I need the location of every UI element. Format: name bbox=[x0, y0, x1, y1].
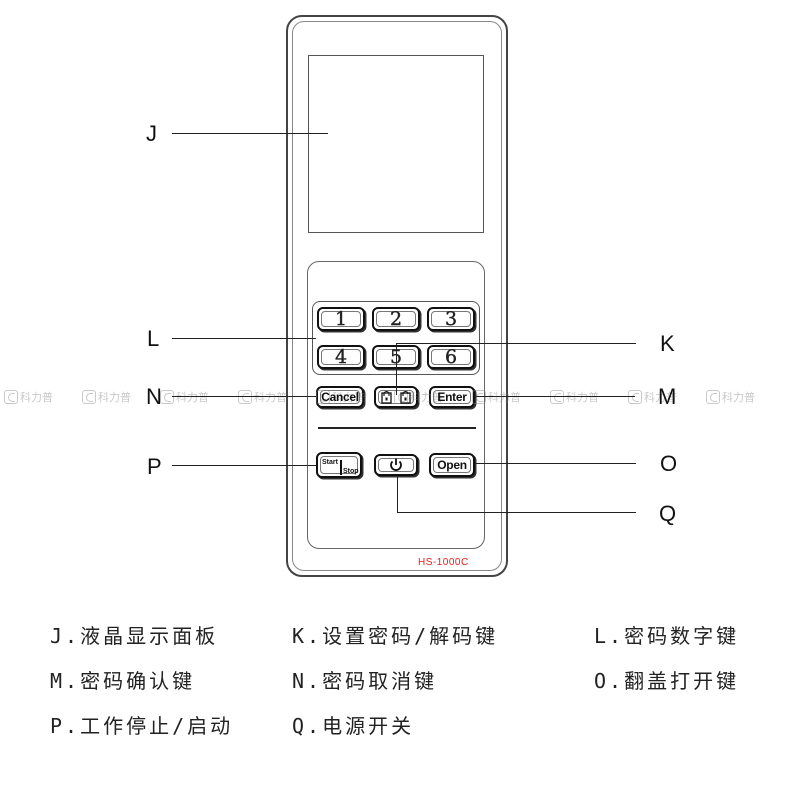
cancel-label: Cancel bbox=[321, 390, 359, 404]
watermark-text: 科力普 bbox=[566, 391, 599, 404]
watermark-logo-icon bbox=[82, 390, 96, 404]
legend-n: N.密码取消键 bbox=[292, 669, 438, 693]
watermark-tile: 科力普 bbox=[706, 387, 778, 407]
power-icon bbox=[390, 458, 402, 471]
watermark-logo-icon bbox=[316, 390, 330, 404]
legend-k: K.设置密码/解码键 bbox=[292, 624, 499, 648]
watermark-text: 科力普 bbox=[332, 391, 365, 404]
callout-l: L bbox=[147, 326, 160, 351]
callout-q: Q bbox=[659, 501, 677, 526]
leader-line-l bbox=[172, 338, 316, 340]
watermark-text: 科力普 bbox=[254, 391, 287, 404]
key-5-label: 5 bbox=[389, 346, 403, 368]
stop-label: Stop bbox=[343, 468, 359, 475]
key-1-label: 1 bbox=[334, 308, 348, 330]
lock-unlock-icon bbox=[381, 390, 411, 404]
callout-o: O bbox=[660, 451, 678, 476]
key-2[interactable]: 2 bbox=[372, 307, 420, 331]
leader-line-p bbox=[172, 465, 316, 467]
start-stop-button[interactable]: Start Stop bbox=[316, 452, 362, 478]
watermark-text: 科力普 bbox=[644, 391, 677, 404]
watermark-tile: 科力普 bbox=[82, 387, 154, 407]
enter-label: Enter bbox=[437, 390, 467, 404]
watermark-text: 科力普 bbox=[20, 391, 53, 404]
remote-inner-border bbox=[292, 21, 502, 571]
key-2-label: 2 bbox=[389, 308, 403, 330]
leader-line-k-v bbox=[396, 343, 398, 395]
lcd-display-panel bbox=[308, 55, 484, 233]
enter-button[interactable]: Enter bbox=[429, 386, 475, 408]
leader-line-j bbox=[172, 133, 328, 135]
key-6[interactable]: 6 bbox=[427, 345, 475, 369]
legend-p: P.工作停止/启动 bbox=[50, 714, 234, 738]
power-button[interactable] bbox=[374, 454, 418, 476]
watermark-logo-icon bbox=[706, 390, 720, 404]
model-number: HS-1000C bbox=[418, 557, 469, 568]
watermark-tile: 科力普 bbox=[4, 387, 76, 407]
key-3-label: 3 bbox=[444, 308, 458, 330]
diagram-stage: 1 2 3 4 5 6 Cancel Enter Start bbox=[4, 15, 778, 577]
callout-n: N bbox=[146, 384, 162, 409]
start-label: Start bbox=[322, 459, 338, 466]
legend-o: O.翻盖打开键 bbox=[594, 669, 740, 693]
legend-m: M.密码确认键 bbox=[50, 669, 196, 693]
start-stop-divider bbox=[340, 460, 342, 475]
key-6-label: 6 bbox=[444, 346, 458, 368]
callout-j: J bbox=[146, 121, 157, 146]
watermark-logo-icon bbox=[4, 390, 18, 404]
watermark-text: 科力普 bbox=[98, 391, 131, 404]
leader-line-k-h bbox=[396, 343, 636, 345]
legend-row: M.密码确认键 N.密码取消键 O.翻盖打开键 bbox=[50, 665, 770, 710]
key-4-label: 4 bbox=[334, 346, 348, 368]
open-label: Open bbox=[437, 458, 467, 472]
cancel-button[interactable]: Cancel bbox=[316, 386, 364, 408]
callout-m: M bbox=[658, 384, 677, 409]
separator-line bbox=[318, 427, 476, 429]
legend-j: J.液晶显示面板 bbox=[50, 624, 219, 648]
callout-k: K bbox=[660, 331, 675, 356]
leader-line-n bbox=[172, 396, 316, 398]
keypad-panel bbox=[307, 261, 485, 549]
leader-line-q-v bbox=[397, 476, 399, 513]
watermark-text: 科力普 bbox=[176, 391, 209, 404]
legend: J.液晶显示面板 K.设置密码/解码键 L.密码数字键 M.密码确认键 N.密码… bbox=[50, 620, 770, 755]
leader-line-o bbox=[475, 463, 636, 465]
key-3[interactable]: 3 bbox=[427, 307, 475, 331]
legend-row: J.液晶显示面板 K.设置密码/解码键 L.密码数字键 bbox=[50, 620, 770, 665]
watermark-text: 科力普 bbox=[488, 391, 521, 404]
watermark-text: 科力普 bbox=[410, 391, 443, 404]
legend-row: P.工作停止/启动 Q.电源开关 bbox=[50, 710, 770, 755]
key-5[interactable]: 5 bbox=[372, 345, 420, 369]
key-1[interactable]: 1 bbox=[317, 307, 365, 331]
key-4[interactable]: 4 bbox=[317, 345, 365, 369]
leader-line-q-h bbox=[397, 512, 636, 514]
leader-line-m bbox=[475, 396, 635, 398]
legend-q: Q.电源开关 bbox=[292, 714, 415, 738]
watermark-tile: 科力普 bbox=[316, 387, 388, 407]
open-button[interactable]: Open bbox=[429, 453, 475, 477]
callout-p: P bbox=[147, 454, 162, 479]
legend-l: L.密码数字键 bbox=[594, 624, 740, 648]
watermark-text: 科力普 bbox=[722, 391, 755, 404]
watermark-tile: 科力普 bbox=[238, 387, 310, 407]
